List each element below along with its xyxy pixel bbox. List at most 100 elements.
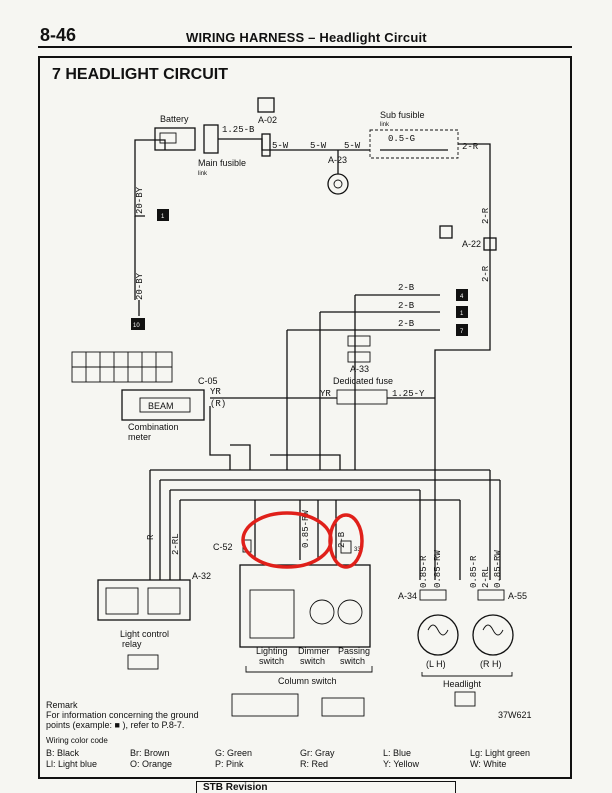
wire-2r-mid: 2-R xyxy=(481,207,491,224)
a02-label: A-02 xyxy=(258,115,277,125)
color-code-entry: W: White xyxy=(470,759,507,769)
combination-label-2: meter xyxy=(128,432,151,442)
wire-0-5-g: 0.5-G xyxy=(388,134,415,144)
wire-0-85-r-right: 0.85-R xyxy=(469,555,479,588)
wire-1-25-y: 1.25-Y xyxy=(392,389,425,399)
passing-switch xyxy=(337,599,363,625)
beam-label: BEAM xyxy=(148,401,174,411)
svg-text:33: 33 xyxy=(354,547,361,553)
wire-yr-b: YR xyxy=(320,389,331,399)
wire-0-85-rw: 0.85-RW xyxy=(301,510,311,548)
wire-2r-low: 2-R xyxy=(481,265,491,282)
wire-20-bv: 20-BY xyxy=(135,272,145,300)
color-code-entry: G: Green xyxy=(215,748,253,758)
diagram-code: 37W621 xyxy=(498,710,532,720)
battery-symbol: Battery xyxy=(154,114,196,151)
wire-2b-3: 2-B xyxy=(398,319,415,329)
wire-2b-c: 2-B xyxy=(337,531,347,548)
headlight-rh xyxy=(472,614,514,656)
wire-5w-c: 5-W xyxy=(344,141,361,151)
remark-line-1: For information concerning the ground xyxy=(46,710,199,720)
a34-label: A-34 xyxy=(398,591,417,601)
dimmer-label-2: switch xyxy=(300,656,325,666)
wire-2-rl: 2-RL xyxy=(171,533,181,555)
passing-label-1: Passing xyxy=(338,646,370,656)
a32-label: A-32 xyxy=(192,571,211,581)
wire-20-by: 20-BY xyxy=(135,186,145,214)
ground-1-right: 1 xyxy=(456,306,468,318)
highlight-oval-right xyxy=(328,513,364,569)
battery-label: Battery xyxy=(160,114,189,124)
page-number: 8-46 xyxy=(40,25,77,45)
wire-yr: YR xyxy=(210,387,221,397)
page-title: WIRING HARNESS – Headlight Circuit xyxy=(186,30,427,45)
combination-label-1: Combination xyxy=(128,422,179,432)
color-code-entry: Ll: Light blue xyxy=(46,759,98,769)
dedicated-fuse xyxy=(336,389,388,405)
wire-0-85-rw-right: 0.85-RW xyxy=(493,550,503,588)
lighting-label-1: Lighting xyxy=(256,646,288,656)
color-code-entry: O: Orange xyxy=(130,759,173,769)
lighting-switch xyxy=(249,589,295,639)
light-control-relay xyxy=(97,579,191,621)
main-fusible-label-2: link xyxy=(198,171,208,177)
svg-text:1: 1 xyxy=(460,311,464,317)
wire-2-rl-right: 2-RL xyxy=(481,566,491,588)
column-switch-box xyxy=(239,564,371,648)
sub-fusible-label-1: Sub fusible xyxy=(380,110,425,120)
sub-fusible-label-2: link xyxy=(380,122,390,128)
c05-label: C-05 xyxy=(198,376,218,386)
wire-2b-1: 2-B xyxy=(398,283,415,293)
main-fusible-label-1: Main fusible xyxy=(198,158,246,168)
dedicated-fuse-label: Dedicated fuse xyxy=(333,376,393,386)
diagram-frame xyxy=(38,56,572,779)
connector-a23 xyxy=(327,173,349,195)
relay-label-1: Light control xyxy=(120,629,169,639)
dimmer-switch xyxy=(309,599,335,625)
lh-label: (L H) xyxy=(426,659,446,669)
ground-4: 4 xyxy=(456,289,468,301)
connector-a02 xyxy=(257,97,275,113)
headlight-lh xyxy=(417,614,459,656)
a55-label: A-55 xyxy=(508,591,527,601)
passing-label-2: switch xyxy=(340,656,365,666)
a33-label: A-33 xyxy=(350,364,369,374)
wire-1-25-b: 1.25-B xyxy=(222,125,255,135)
color-code-entry: L: Blue xyxy=(383,748,412,758)
remark-heading: Remark xyxy=(46,700,78,710)
color-code-entry: Gr: Gray xyxy=(300,748,335,758)
color-code-entry: P: Pink xyxy=(215,759,244,769)
wire-r-left: R xyxy=(146,534,156,540)
svg-text:7: 7 xyxy=(460,329,464,335)
ground-1-left: 1 xyxy=(157,209,169,221)
main-fusible-link xyxy=(203,124,219,154)
header-rule xyxy=(38,46,572,48)
dimmer-label-1: Dimmer xyxy=(298,646,330,656)
c52-label: C-52 xyxy=(213,542,233,552)
column-switch-label: Column switch xyxy=(278,676,337,686)
a22-label: A-22 xyxy=(462,239,481,249)
relay-label-2: relay xyxy=(122,639,142,649)
color-code-entry: B: Black xyxy=(46,748,80,758)
remark-line-2: points (example: ■ ), refer to P.8-7. xyxy=(46,720,185,730)
svg-text:1: 1 xyxy=(161,214,165,220)
wire-5w-b: 5-W xyxy=(310,141,327,151)
footer-revision: STB Revision xyxy=(196,781,456,793)
wire-0-85-r-left: 0.85-R xyxy=(419,555,429,588)
combination-meter xyxy=(121,389,205,421)
color-code-entry: Br: Brown xyxy=(130,748,170,758)
svg-text:10: 10 xyxy=(133,323,140,329)
connector-a22-plug xyxy=(439,225,453,239)
color-code-entry: Lg: Light green xyxy=(470,748,531,758)
lighting-label-2: switch xyxy=(259,656,284,666)
wire-2b-2: 2-B xyxy=(398,301,415,311)
wire-yr-r: (R) xyxy=(210,399,226,409)
wire-5w-a: 5-W xyxy=(272,141,289,151)
wire-2r-top: 2-R xyxy=(462,142,479,152)
headlight-label: Headlight xyxy=(443,679,482,689)
ground-10: 10 xyxy=(131,318,145,330)
color-code-entry: Y: Yellow xyxy=(383,759,420,769)
wire-0-85-rw-left: 0.85-RW xyxy=(433,550,443,588)
color-code-heading: Wiring color code xyxy=(46,736,108,745)
